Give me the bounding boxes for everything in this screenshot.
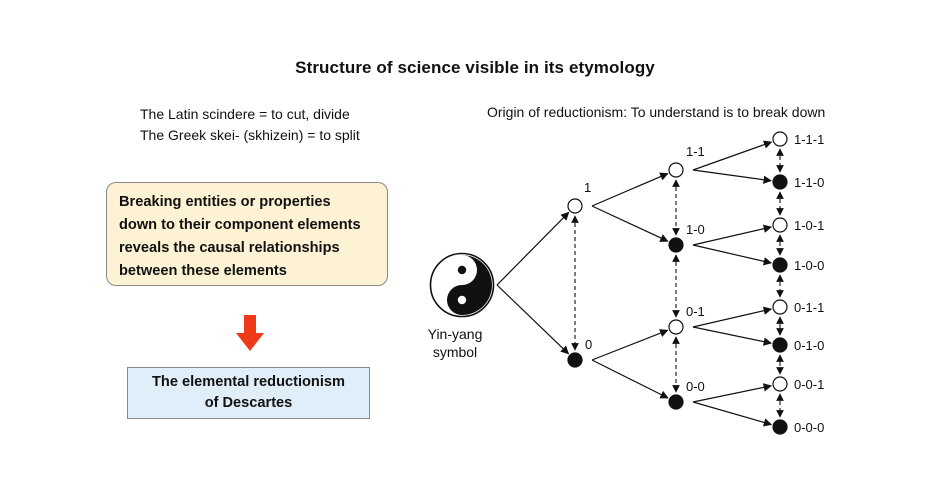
down-arrow-icon	[236, 315, 264, 351]
node-label-level1-1: 0	[585, 337, 592, 352]
node-level3-1-1-0	[772, 174, 788, 190]
node-level3-1-0-1	[772, 217, 788, 233]
node-level3-0-1-1	[772, 299, 788, 315]
node-label-level3-4: 0-1-1	[794, 300, 824, 315]
callout-line-2: down to their component elements	[119, 217, 361, 233]
node-level2-0-0	[668, 394, 684, 410]
edge-level1-1-to-level2-3	[591, 359, 669, 399]
callout-line-3: reveals the causal relationships	[119, 240, 340, 256]
edge-level2-0-to-level3-0	[692, 140, 773, 171]
node-label-level3-1: 1-1-0	[794, 175, 824, 190]
result-text: The elemental reductionism of Descartes	[151, 374, 345, 411]
node-label-level2-1: 1-0	[686, 222, 705, 237]
edge-root-to-level1-1	[496, 284, 570, 355]
etymology-text: The Latin scindere = to cut, divide The …	[140, 104, 360, 146]
node-label-level2-0: 1-1	[686, 144, 705, 159]
node-level3-0-0-0	[772, 419, 788, 435]
node-level3-0-0-1	[772, 376, 788, 392]
yin-yang-label-line-1: Yin-yang	[428, 326, 483, 342]
node-level3-1-1-1	[772, 131, 788, 147]
edge-level2-1-to-level3-3	[692, 244, 773, 266]
callout-line-4: between these elements	[119, 263, 287, 279]
node-label-level3-5: 0-1-0	[794, 338, 824, 353]
origin-caption: Origin of reductionism: To understand is…	[487, 104, 826, 120]
edge-level2-2-to-level3-4	[692, 306, 773, 328]
node-level2-1-0	[668, 237, 684, 253]
node-label-level1-0: 1	[584, 180, 591, 195]
node-label-level2-3: 0-0	[686, 379, 705, 394]
latin-etymology: The Latin scindere = to cut, divide	[140, 106, 350, 122]
node-level1-0	[567, 352, 583, 368]
node-label-level3-0: 1-1-1	[794, 132, 824, 147]
diagram-title: Structure of science visible in its etym…	[295, 58, 655, 77]
node-label-level3-2: 1-0-1	[794, 218, 824, 233]
edge-level2-3-to-level3-6	[692, 383, 773, 403]
node-label-level3-6: 0-0-1	[794, 377, 824, 392]
node-level3-0-1-0	[772, 337, 788, 353]
descartes-reductionism-box: The elemental reductionism of Descartes	[127, 367, 370, 419]
node-label-level2-2: 0-1	[686, 304, 705, 319]
edge-level1-0-to-level2-1	[591, 205, 669, 242]
edge-level2-0-to-level3-1	[692, 169, 772, 184]
greek-etymology: The Greek skei- (skhizein) = to split	[140, 127, 360, 143]
node-label-level3-7: 0-0-0	[794, 420, 824, 435]
breaking-down-callout: Breaking entities or properties down to …	[106, 182, 388, 286]
edge-level2-1-to-level3-2	[692, 224, 773, 246]
node-level2-0-1	[668, 319, 684, 335]
edge-level2-2-to-level3-5	[692, 326, 773, 346]
edge-level1-0-to-level2-0	[591, 172, 669, 207]
node-label-level3-3: 1-0-0	[794, 258, 824, 273]
yin-yang-label-line-2: symbol	[433, 344, 477, 360]
node-level2-1-1	[668, 162, 684, 178]
callout-line-1: Breaking entities or properties	[119, 194, 331, 210]
node-level1-1	[567, 198, 583, 214]
edge-level2-3-to-level3-7	[692, 401, 773, 427]
yin-yang-icon	[429, 252, 495, 318]
node-level3-1-0-0	[772, 257, 788, 273]
edge-level1-1-to-level2-2	[591, 329, 669, 361]
edge-root-to-level1-0	[496, 211, 570, 286]
